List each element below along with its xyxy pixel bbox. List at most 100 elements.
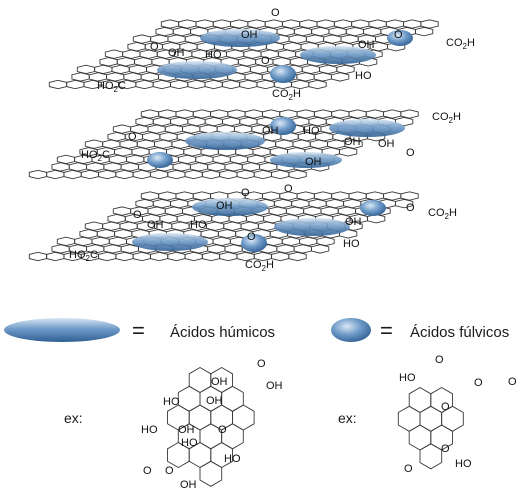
- ring: [184, 34, 204, 44]
- ring: [292, 139, 311, 149]
- fulvic-ellipse: [387, 30, 413, 46]
- svg-text:HO: HO: [399, 372, 416, 384]
- ring: [135, 198, 154, 209]
- ring: [247, 154, 266, 165]
- ring: [333, 19, 353, 29]
- ring: [303, 206, 322, 216]
- ring: [84, 221, 104, 231]
- ring: [108, 154, 128, 165]
- ring: [263, 214, 282, 224]
- ring: [224, 162, 243, 172]
- ring: [28, 169, 48, 180]
- svg-text:O: O: [394, 29, 403, 41]
- ring: [394, 116, 414, 127]
- ring: [199, 124, 218, 134]
- ring: [257, 221, 277, 231]
- ring: [188, 366, 212, 394]
- ring: [320, 206, 339, 216]
- fulvic-ellipse: [360, 200, 386, 216]
- ring: [419, 405, 443, 432]
- ring: [271, 169, 290, 180]
- ring: [247, 19, 266, 29]
- ring: [126, 154, 145, 165]
- svg-text:OH: OH: [147, 219, 164, 231]
- ring: [189, 162, 209, 172]
- svg-text:O: O: [435, 354, 444, 366]
- ring: [108, 236, 128, 247]
- ring: [288, 169, 307, 180]
- svg-text:OH: OH: [178, 424, 195, 436]
- ring: [102, 221, 121, 231]
- ring: [178, 19, 197, 29]
- ring: [68, 162, 88, 172]
- ring: [400, 191, 419, 201]
- ring: [199, 460, 223, 487]
- ring: [84, 139, 104, 149]
- svg-text:HO: HO: [181, 437, 198, 449]
- ring: [120, 162, 139, 172]
- ring: [152, 116, 172, 127]
- ring: [309, 139, 329, 149]
- fulvic-ellipse: [147, 152, 173, 168]
- svg-text:OH: OH: [216, 200, 233, 212]
- ring: [340, 34, 359, 44]
- ring: [122, 49, 141, 59]
- humic-ellipse: [300, 46, 376, 64]
- ring: [293, 244, 312, 254]
- ring: [383, 109, 402, 119]
- ring: [264, 19, 283, 29]
- ring: [204, 116, 223, 127]
- ring: [98, 251, 117, 262]
- ring: [140, 72, 159, 82]
- humic-ellipse: [185, 132, 265, 150]
- ring: [123, 72, 142, 82]
- ring: [116, 57, 136, 67]
- ring: [98, 169, 117, 180]
- ring: [170, 116, 189, 127]
- ring: [217, 229, 237, 239]
- ring: [128, 64, 148, 75]
- svg-text:HO: HO: [343, 238, 360, 250]
- ring: [152, 79, 171, 90]
- humic-ellipse: [329, 119, 405, 137]
- ring: [56, 236, 76, 247]
- ring: [111, 64, 130, 75]
- ring: [285, 206, 305, 216]
- ring: [155, 26, 174, 37]
- ring: [192, 109, 212, 119]
- svg-text:HO: HO: [455, 458, 472, 470]
- ring: [172, 26, 192, 37]
- example-prefix-right: ex:: [338, 410, 357, 426]
- ring: [229, 154, 249, 165]
- ring: [212, 236, 231, 247]
- ring: [183, 147, 202, 157]
- humic-example-labels: O OH OH HO OH HO OH O HO HO O O OH: [141, 358, 283, 491]
- ring: [195, 154, 214, 165]
- fulvic-equals-sign: =: [380, 318, 393, 343]
- svg-text:O: O: [165, 465, 174, 477]
- svg-text:OH: OH: [262, 125, 279, 137]
- layer3-labels: O OH O OH HO CO2H O OH O HO HO2C CO2H: [69, 187, 457, 273]
- ring: [167, 251, 186, 262]
- ring: [288, 34, 307, 44]
- ring: [149, 251, 169, 262]
- humic-legend-swatch: [4, 318, 120, 342]
- svg-text:OH: OH: [344, 136, 361, 148]
- ring: [223, 221, 242, 231]
- ring: [170, 198, 189, 209]
- layer3-acid-markers: [132, 198, 386, 252]
- humic-ellipse: [192, 198, 268, 216]
- svg-text:OH: OH: [206, 395, 223, 407]
- ring: [293, 26, 313, 37]
- ring: [343, 198, 362, 209]
- ring: [221, 79, 241, 90]
- ring: [313, 191, 333, 201]
- svg-text:OH: OH: [168, 47, 185, 59]
- ring: [51, 162, 70, 172]
- svg-text:O: O: [441, 401, 450, 413]
- layer1-acid-markers: [157, 29, 413, 83]
- svg-text:O: O: [284, 183, 293, 195]
- ring: [305, 34, 325, 44]
- ring: [201, 169, 221, 180]
